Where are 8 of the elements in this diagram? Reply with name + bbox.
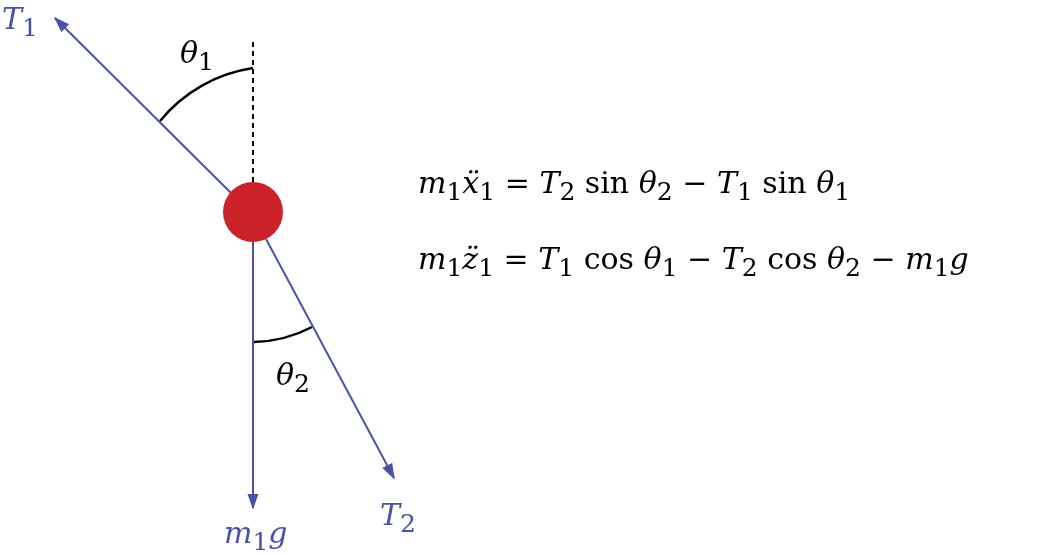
equation: m$_{1}$z̈$_{1}$ = T$_{1}$ cos θ$_{1}$ − T$_{2}$ cos θ$_{2}$ − m$_{1}$g <box>418 244 969 280</box>
force-label: m$_{1}$g <box>224 518 288 554</box>
force-label: T$_{2}$ <box>380 500 416 536</box>
equation: m$_{1}$ẍ$_{1}$ = T$_{2}$ sin θ$_{2}$ − T$_{1}$ sin θ$_{1}$ <box>418 168 851 204</box>
mass-ball <box>223 182 283 242</box>
angle-label: θ$_{2}$ <box>276 360 310 396</box>
force-label: T$_{1}$ <box>2 4 38 40</box>
angle-label: θ$_{1}$ <box>180 38 214 74</box>
